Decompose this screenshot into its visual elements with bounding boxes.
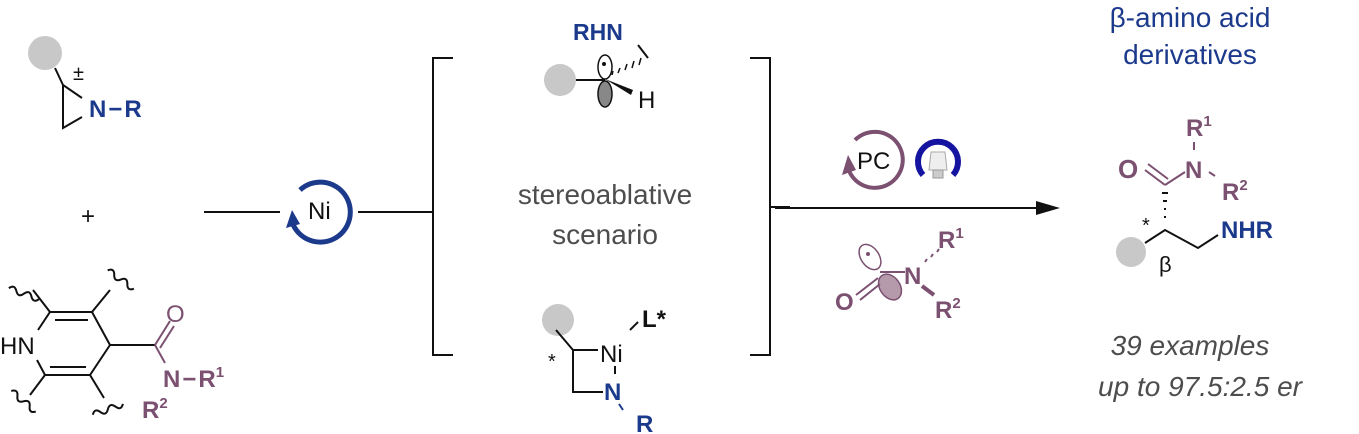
pc-label: PC — [857, 148, 890, 175]
photocatalyst: PC — [842, 129, 905, 190]
ni-catalyst: Ni — [204, 179, 432, 245]
catalytic-cycle-icon — [289, 179, 353, 245]
radical-intermediate: RHN H — [544, 19, 655, 114]
stereo-star: * — [548, 351, 556, 373]
left-bracket — [432, 57, 453, 356]
right-bracket — [750, 57, 771, 356]
product-title-line1: β-amino acid — [1110, 2, 1271, 33]
examples-count: 39 examples — [1111, 330, 1270, 361]
n-atom: N — [604, 379, 621, 406]
reaction-arrow — [775, 201, 1060, 215]
racemic-label: ± — [73, 63, 84, 85]
light-bulb-icon — [915, 138, 961, 179]
carbamoyl-radical: O N R1 R2 — [835, 225, 964, 324]
substituent-circle — [542, 304, 574, 336]
dhp-amide-r2: R2 — [142, 395, 168, 424]
scenario-label: scenario — [552, 219, 658, 250]
product-r2: R2 — [1222, 177, 1248, 206]
radical-oxygen: O — [835, 289, 854, 316]
aziridine-n-r: N−R — [89, 96, 142, 123]
ni-label: Ni — [308, 198, 331, 225]
radical-r2: R2 — [935, 295, 961, 324]
r-label: R — [636, 411, 653, 434]
p-orbital-bottom — [597, 80, 613, 108]
substituent-circle — [544, 64, 576, 96]
h-label: H — [638, 87, 655, 114]
product-title-line2: derivatives — [1123, 39, 1257, 70]
radical-nitrogen: N — [904, 263, 921, 290]
product-stereo-star: * — [1142, 215, 1150, 237]
rhn-label: RHN — [573, 19, 623, 45]
ni-atom: Ni — [600, 341, 623, 368]
product-nhr: NHR — [1221, 217, 1273, 244]
substituent-circle — [28, 36, 62, 70]
radical-r1: R1 — [938, 225, 964, 254]
plus-sign: + — [81, 203, 95, 230]
beta-label: β — [1159, 252, 1172, 277]
dhp-oxygen: O — [166, 301, 185, 328]
substituent-circle — [1116, 237, 1146, 267]
enantiomeric-ratio: up to 97.5:2.5 er — [1098, 371, 1304, 402]
dhp-amide-n-r1: N−R1 — [163, 364, 224, 393]
aziridine-reactant: ± N−R — [28, 36, 142, 130]
nickelacycle-intermediate: * Ni L* N R — [542, 304, 667, 434]
product-nitrogen: N — [1185, 157, 1202, 184]
product-r1: R1 — [1186, 113, 1212, 142]
catalytic-cycle-icon — [846, 129, 905, 190]
product-oxygen: O — [1118, 154, 1138, 184]
dihydropyridine-reactant: HN O N−R1 R2 — [0, 268, 224, 424]
ligand-label: L* — [642, 306, 667, 333]
p-orbital-top — [597, 54, 613, 80]
dhp-nh: HN — [0, 333, 35, 360]
stereoablative-label: stereoablative — [518, 179, 692, 210]
product-structure: R1 N O R2 * β NHR — [1116, 113, 1273, 277]
